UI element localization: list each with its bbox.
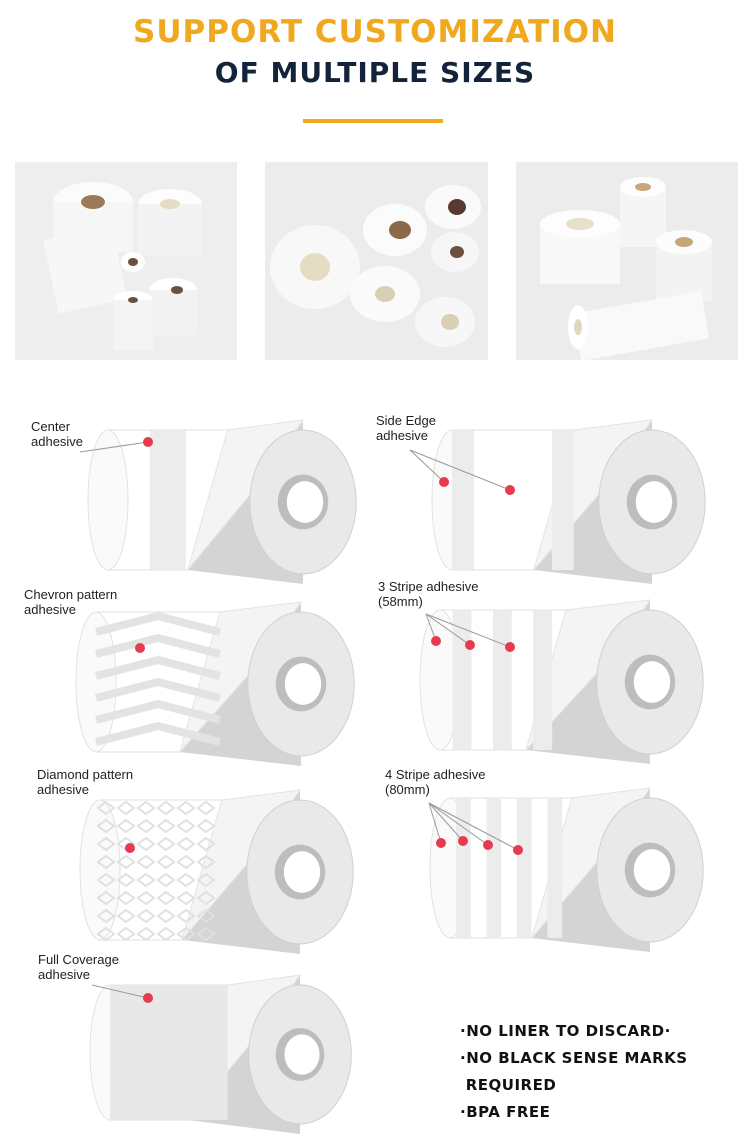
adhesive-marker-dot bbox=[135, 643, 145, 653]
feature-item: REQUIRED bbox=[460, 1076, 557, 1094]
adhesive-roll bbox=[419, 599, 704, 764]
adhesive-marker-dot bbox=[465, 640, 475, 650]
headline-line-2: OF MULTIPLE SIZES bbox=[214, 56, 536, 89]
callout-line bbox=[409, 449, 511, 491]
adhesive-marker-dot bbox=[125, 843, 135, 853]
label-3-stripe-adhesive: 3 Stripe adhesive(58mm) bbox=[378, 579, 479, 609]
adhesive-roll bbox=[75, 601, 355, 766]
callout-line bbox=[79, 441, 149, 453]
adhesive-roll bbox=[428, 787, 704, 952]
callout-line bbox=[428, 802, 489, 846]
adhesive-marker-dot bbox=[458, 836, 468, 846]
adhesive-marker-dot bbox=[483, 840, 493, 850]
feature-item: ·NO BLACK SENSE MARKS bbox=[460, 1049, 688, 1067]
roll-photo-3 bbox=[516, 162, 738, 360]
adhesive-roll bbox=[409, 419, 706, 584]
adhesive-marker-dot bbox=[513, 845, 523, 855]
callout-line bbox=[409, 449, 445, 483]
adhesive-roll bbox=[89, 974, 352, 1134]
adhesive-marker-dot bbox=[505, 642, 515, 652]
label-4-stripe-adhesive: 4 Stripe adhesive(80mm) bbox=[385, 767, 486, 797]
adhesive-roll bbox=[79, 789, 354, 954]
callout-line bbox=[428, 802, 442, 844]
roll-photo-1 bbox=[15, 162, 237, 360]
adhesive-roll bbox=[79, 419, 357, 584]
adhesive-marker-dot bbox=[431, 636, 441, 646]
feature-item: ·BPA FREE bbox=[460, 1103, 551, 1121]
roll-photo-2 bbox=[265, 162, 488, 360]
callout-line bbox=[425, 613, 511, 648]
feature-item: ·NO LINER TO DISCARD· bbox=[460, 1022, 671, 1040]
headline-divider bbox=[303, 119, 443, 123]
callout-line bbox=[91, 984, 149, 999]
adhesive-marker-dot bbox=[143, 993, 153, 1003]
adhesive-marker-dot bbox=[436, 838, 446, 848]
adhesive-marker-dot bbox=[505, 485, 515, 495]
adhesive-marker-dot bbox=[143, 437, 153, 447]
callout-line bbox=[428, 802, 464, 842]
callout-line bbox=[425, 613, 471, 646]
adhesive-marker-dot bbox=[439, 477, 449, 487]
headline-line-1: SUPPORT CUSTOMIZATION bbox=[133, 14, 617, 50]
callout-line bbox=[428, 802, 519, 851]
feature-list: ·NO LINER TO DISCARD· ·NO BLACK SENSE MA… bbox=[460, 1018, 688, 1126]
